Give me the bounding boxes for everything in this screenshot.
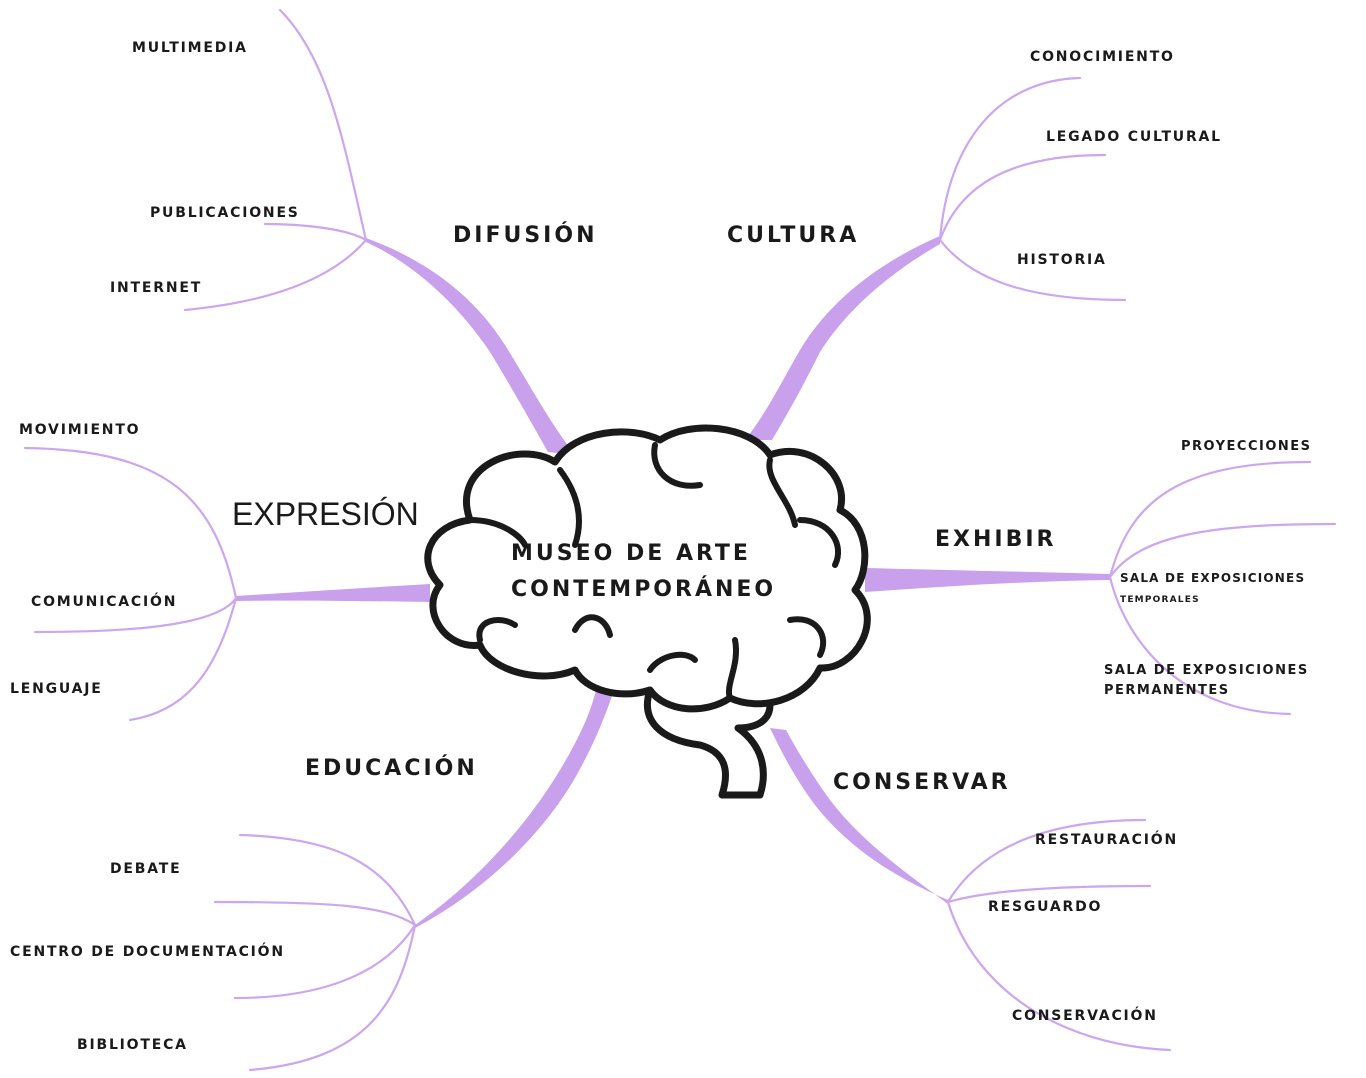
branch-exhibir: [865, 568, 1110, 592]
item-resguardo: RESGUARDO: [988, 899, 1102, 915]
item-biblioteca: BIBLIOTECA: [77, 1037, 188, 1053]
item-lenguaje: LENGUAJE: [10, 681, 103, 697]
center-title-line1: MUSEO DE ARTE: [511, 541, 751, 566]
brain-icon: [424, 424, 871, 799]
item-legado-cultural: LEGADO CULTURAL: [1046, 129, 1222, 145]
item-internet: INTERNET: [110, 280, 202, 296]
item-temporales: TEMPORALES: [1120, 595, 1200, 605]
item-conocimiento: CONOCIMIENTO: [1030, 49, 1175, 65]
branch-educacion: [415, 690, 612, 928]
category-exhibir: EXHIBIR: [935, 527, 1056, 552]
item-sala-temporales: SALA DE EXPOSICIONES: [1120, 571, 1305, 585]
item-movimiento: MOVIMIENTO: [19, 422, 140, 438]
branch-difusion: [366, 238, 575, 455]
item-centro-documentacion: CENTRO DE DOCUMENTACIÓN: [10, 942, 285, 960]
item-restauracion: RESTAURACIÓN: [1035, 830, 1178, 848]
category-cultura: CULTURA: [727, 223, 859, 248]
category-difusion: DIFUSIÓN: [453, 222, 597, 248]
item-proyecciones: PROYECCIONES: [1181, 439, 1312, 454]
item-debate: DEBATE: [110, 861, 182, 877]
sub-branches: [23, 8, 1337, 1072]
category-expresion: EXPRESIÓN: [232, 496, 419, 532]
item-publicaciones: PUBLICACIONES: [150, 205, 300, 221]
item-permanentes: PERMANENTES: [1104, 683, 1230, 698]
item-conservacion: CONSERVACIÓN: [1012, 1006, 1158, 1024]
branch-cultura: [745, 236, 940, 440]
item-historia: HISTORIA: [1017, 252, 1107, 268]
brain-stem: [643, 686, 774, 799]
item-multimedia: MULTIMEDIA: [132, 40, 248, 56]
category-educacion: EDUCACIÓN: [305, 755, 478, 781]
branch-expresion: [236, 584, 430, 602]
center-title-line2: CONTEMPORÁNEO: [511, 576, 776, 602]
item-sala-permanentes: SALA DE EXPOSICIONES: [1104, 663, 1309, 678]
main-branches: [236, 236, 1110, 928]
category-conservar: CONSERVAR: [833, 770, 1011, 795]
branch-conservar: [770, 728, 948, 904]
brain-outline: [424, 424, 871, 713]
item-comunicacion: COMUNICACIÓN: [31, 592, 177, 610]
